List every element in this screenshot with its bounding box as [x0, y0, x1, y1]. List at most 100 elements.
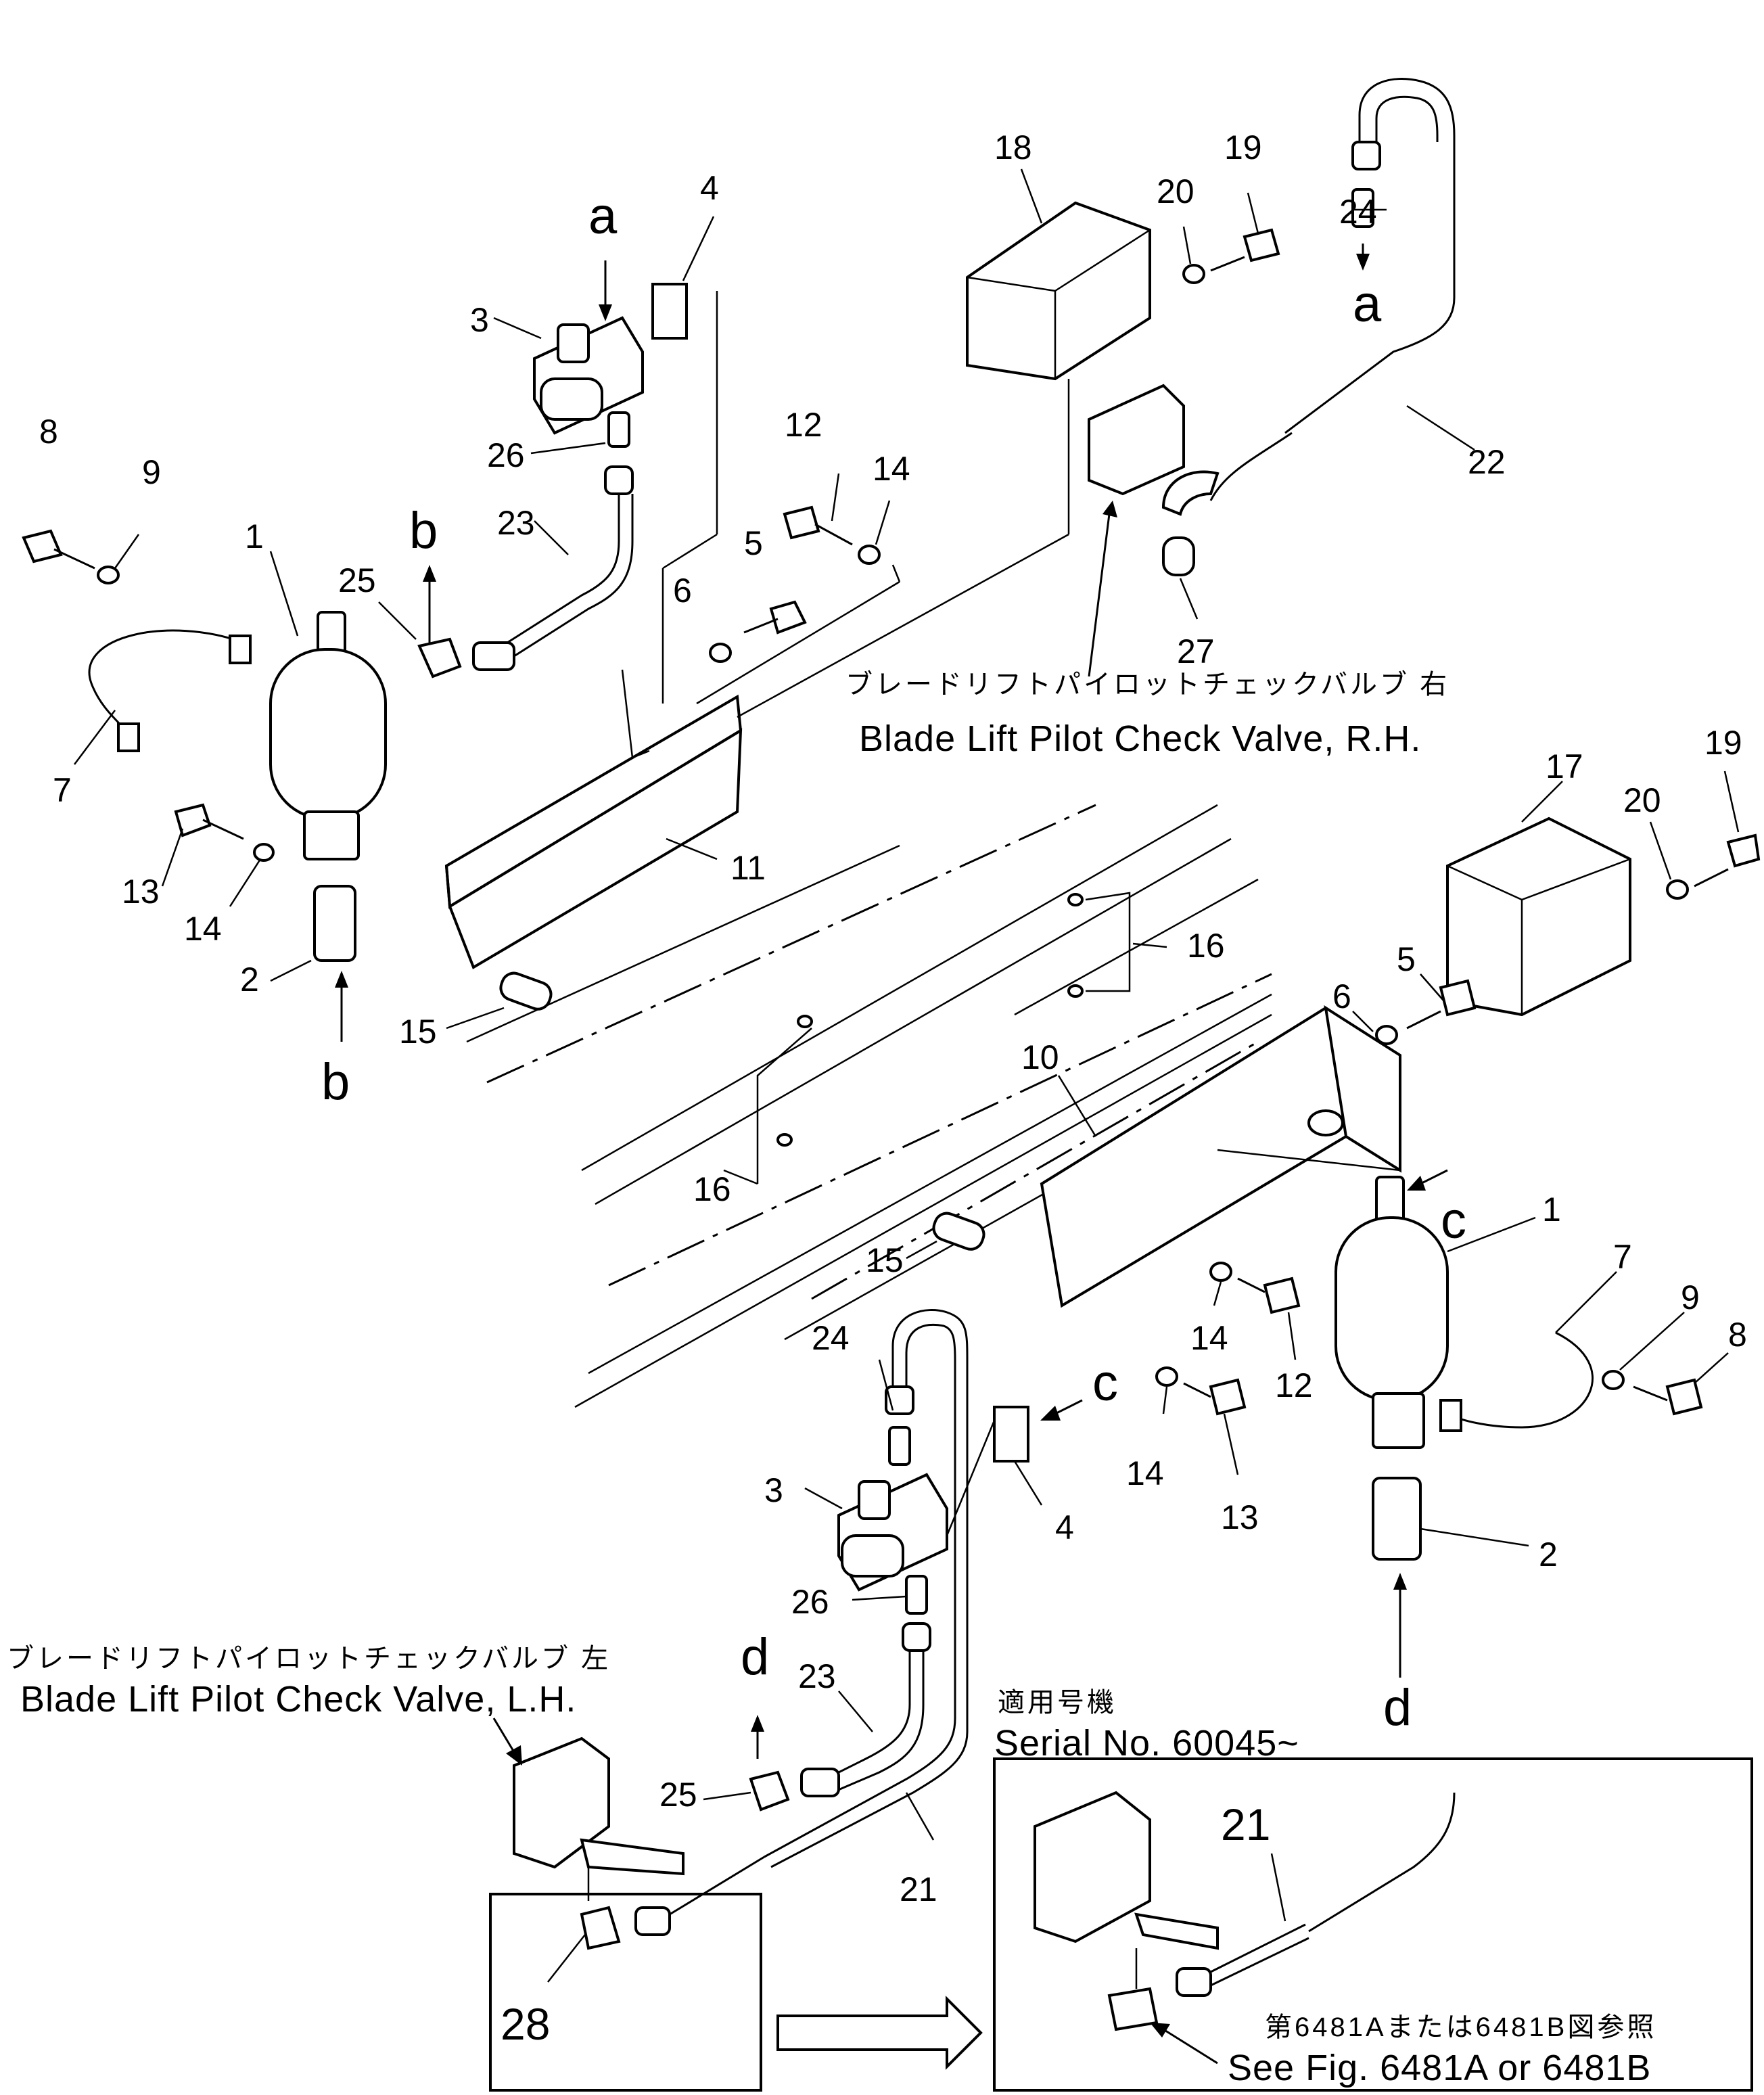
washer-20: [1182, 264, 1205, 284]
hose-nut: [472, 641, 515, 671]
accumulator-neck: [303, 810, 360, 860]
fitting-2: [1372, 1477, 1422, 1561]
transition-arrow: [776, 1996, 983, 2070]
leader-25b: [703, 1791, 751, 1801]
leader-4a: [682, 216, 715, 281]
leader: [756, 1028, 812, 1184]
callout-7: 7: [1613, 1238, 1632, 1276]
bolt-8-left: [22, 529, 120, 584]
bolt-shank: [1406, 1010, 1441, 1030]
callout-5: 5: [744, 524, 763, 562]
centerline: [811, 1040, 1259, 1300]
cover-18-body: [966, 201, 1151, 381]
callout-24: 24: [1339, 193, 1377, 231]
hose-nut: [1351, 141, 1381, 170]
centerline: [486, 804, 1096, 1084]
arrow-b-bottom-head: [335, 971, 348, 988]
washer-20: [1666, 879, 1689, 900]
band-tab: [229, 635, 252, 664]
leader: [662, 533, 718, 570]
hose-21: [770, 1360, 969, 1868]
callout-24: 24: [812, 1319, 850, 1357]
ref-caption: See Fig. 6481A or 6481B: [1228, 2048, 1651, 2088]
arrow-lh-valve: [492, 1718, 515, 1753]
arrow-a-right-head: [1356, 254, 1370, 271]
captions: ブレードリフトパイロットチェックバルブ 右 Blade Lift Pilot C…: [7, 670, 1654, 2088]
leader-21b: [1270, 1853, 1286, 1922]
hose-21: [1308, 1792, 1456, 1933]
serial-detail: [1034, 1791, 1456, 2031]
valve-port: [580, 1838, 684, 1876]
leader-13b: [1223, 1413, 1239, 1475]
leader-16a: [1132, 942, 1167, 948]
hose-nut: [885, 1385, 914, 1415]
cover-17-body: [1446, 816, 1631, 1017]
leader-20b: [1649, 821, 1672, 880]
callout-1: 1: [245, 517, 264, 555]
leader-22: [1406, 405, 1475, 451]
arrow-c-right-head: [1407, 1176, 1426, 1191]
leader-28: [547, 1934, 586, 1983]
callout-2: 2: [240, 961, 259, 998]
bolt-5-lower: [1375, 979, 1477, 1045]
leader-12a: [831, 473, 840, 522]
fitting-2-left: [313, 885, 356, 962]
band-7: [88, 629, 244, 738]
elbow-25: [749, 1770, 790, 1812]
callout-15: 15: [399, 1013, 437, 1051]
callout-23: 23: [497, 504, 535, 542]
hose-end: [604, 465, 634, 495]
hose-22: [1209, 78, 1456, 501]
bolt-head: [1243, 228, 1280, 262]
callout-9: 9: [142, 453, 161, 491]
leader-14a: [229, 858, 262, 907]
bolt-19-upper: [1182, 228, 1280, 284]
hose-nut: [1176, 1967, 1212, 1997]
ref-c: c: [1441, 1192, 1466, 1249]
nut-16: [797, 1015, 813, 1028]
leader-7b: [1555, 1271, 1617, 1333]
cover-17: [1446, 816, 1631, 1017]
hose-21-loop: [891, 1309, 969, 1407]
hose-23: [831, 1651, 925, 1794]
ref-c: c: [1092, 1354, 1118, 1412]
callout-1: 1: [1542, 1191, 1561, 1228]
leader-21a: [905, 1792, 935, 1841]
callout-leaders: [74, 168, 1740, 1983]
plate-edge: [1217, 1149, 1401, 1172]
washer-14: [253, 843, 275, 862]
washer-14: [1155, 1366, 1178, 1387]
hose-nut: [634, 1906, 671, 1936]
leader-1a: [269, 551, 299, 637]
callout-27: 27: [1177, 632, 1215, 670]
leader-9b: [1619, 1312, 1685, 1371]
ref-d: d: [1383, 1679, 1412, 1736]
callout-21: 21: [900, 1870, 937, 1908]
leader-1b: [1447, 1216, 1536, 1253]
hose-nut: [902, 1622, 931, 1652]
bolt-head: [783, 505, 820, 540]
bolt-13-lower: [1155, 1366, 1247, 1416]
leader: [891, 564, 901, 582]
band-tab: [117, 722, 140, 752]
plate-flange: [632, 750, 650, 759]
leader-9a: [114, 534, 140, 569]
accumulator-neck: [1372, 1392, 1425, 1449]
bolt-head: [1263, 1276, 1301, 1314]
leader-2b: [1420, 1527, 1529, 1547]
hose-21: [1210, 1923, 1306, 1973]
block-4: [651, 283, 688, 340]
valve-3-upper: [417, 283, 688, 678]
nut-16: [1067, 984, 1084, 998]
leader-26a: [530, 442, 606, 455]
leader-19a: [1247, 192, 1259, 234]
accumulator-1-right: [1334, 1176, 1449, 1449]
plate-flange: [621, 669, 634, 758]
detail-box-serial: [993, 1757, 1753, 2092]
callout-6: 6: [1332, 977, 1351, 1015]
bolt-shank: [202, 819, 244, 840]
arrow-d-right-head: [1393, 1573, 1407, 1590]
fitting-26: [607, 411, 630, 448]
leader-23b: [838, 1690, 873, 1732]
